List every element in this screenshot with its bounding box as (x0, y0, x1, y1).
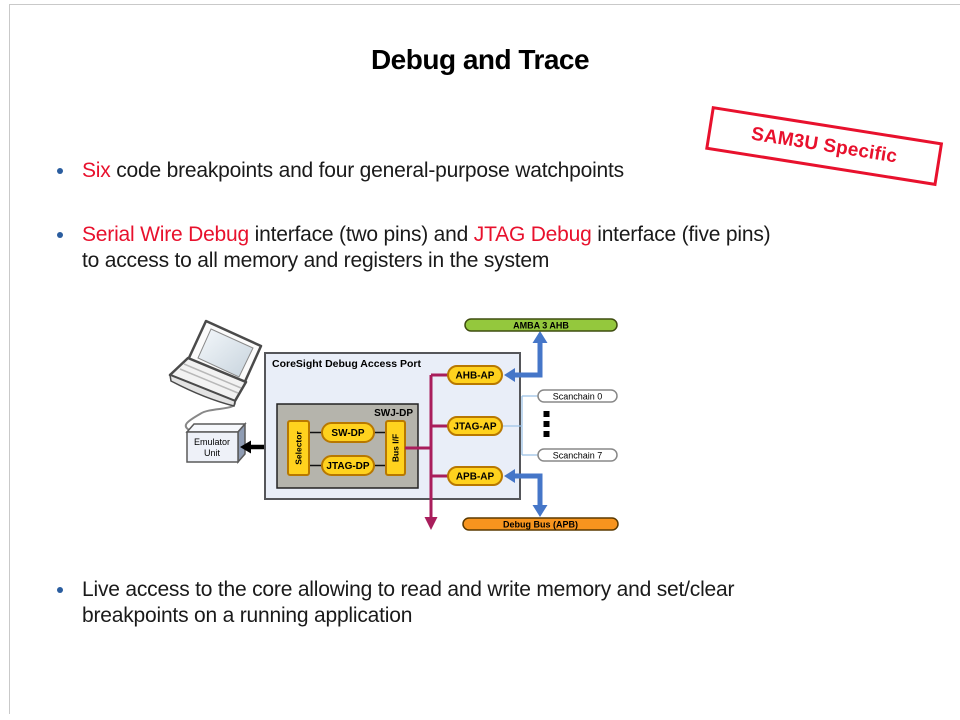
bullet-text: Serial Wire Debug interface (two pins) a… (82, 222, 771, 274)
page-title: Debug and Trace (370, 44, 590, 75)
slide-edge-top (9, 4, 960, 5)
text-segment: code breakpoints and four general-purpos… (116, 159, 624, 182)
emulator-label-line1: Emulator (194, 437, 230, 447)
text-segment: Live access to the core allowing to read… (82, 578, 735, 601)
amba-arrowhead-left (504, 368, 515, 382)
text-segment: breakpoints on a running application (82, 604, 413, 627)
coresight-label: CoreSight Debug Access Port (272, 358, 421, 370)
emulator-unit: Emulator Unit (185, 422, 247, 464)
selector-block (287, 420, 310, 476)
text-segment: Serial Wire Debug (82, 223, 255, 246)
jtagdp-label: JTAG-DP (326, 461, 369, 472)
jtagdp-block (321, 455, 375, 476)
swdp-block (321, 422, 375, 443)
debugbus-pill (462, 517, 619, 531)
text-segment: JTAG Debug (473, 223, 598, 246)
emulator-label-line2: Unit (204, 448, 221, 458)
scanchain7-pill (537, 448, 618, 462)
emulator-front-face (186, 431, 239, 463)
busif-label: Bus I/F (391, 434, 401, 462)
apb-ap-block (447, 466, 503, 486)
scanchain-connectors (503, 395, 538, 456)
bullet-line: Live access to the core allowing to read… (82, 577, 734, 603)
amba-label: AMBA 3 AHB (513, 321, 569, 331)
sam3u-specific-stamp: SAM3U Specific (705, 106, 944, 187)
bullet-dot-icon (57, 587, 63, 593)
swjdp-label: SWJ-DP (374, 408, 413, 419)
swjdp-connectors (309, 431, 386, 467)
ahb-ap-label: AHB-AP (456, 371, 495, 382)
crimson-arrowhead-down (424, 517, 438, 530)
slide-edge-left (9, 4, 10, 714)
bullet-item-breakpoints: Six code breakpoints and four general-pu… (57, 158, 624, 184)
apb-arrow-shaft (512, 473, 543, 508)
debugbus-label: Debug Bus (APB) (503, 520, 578, 530)
bullet-item-interfaces: Serial Wire Debug interface (two pins) a… (57, 222, 771, 274)
laptop-icon (168, 319, 263, 432)
amba-arrow-shaft (512, 341, 543, 378)
bullet-line: Serial Wire Debug interface (two pins) a… (82, 222, 771, 248)
scanchain0-label: Scanchain 0 (553, 392, 603, 402)
amba-arrowhead-up (532, 331, 548, 343)
swdp-label: SW-DP (331, 428, 364, 439)
selector-label: Selector (294, 431, 304, 465)
bullet-dot-icon (57, 168, 63, 174)
ahb-ap-block (447, 365, 503, 385)
emulator-top-face (185, 423, 247, 433)
jtag-ap-block (447, 416, 503, 436)
arrowhead-left (240, 440, 251, 454)
amba-pill (464, 318, 618, 332)
text-segment: Six (82, 159, 117, 182)
crimson-bus-line (405, 373, 448, 519)
bullet-dot-icon (57, 232, 63, 238)
bullet-line: Six code breakpoints and four general-pu… (82, 158, 624, 184)
apb-arrowhead-left (504, 469, 515, 483)
jtag-ap-label: JTAG-AP (453, 422, 496, 433)
bullet-line: breakpoints on a running application (82, 603, 734, 629)
laptop-key-rows (179, 363, 242, 394)
bullet-text: Six code breakpoints and four general-pu… (82, 158, 624, 184)
text-segment: interface (five pins) (597, 223, 771, 246)
bullet-text: Live access to the core allowing to read… (82, 577, 734, 629)
scanchain-ellipsis-icon (543, 411, 550, 437)
text-segment: to access to all memory and registers in… (82, 249, 550, 272)
apb-ap-label: APB-AP (456, 472, 495, 483)
coresight-diagram: Emulator Unit CoreSight Debug Access Por… (168, 318, 619, 531)
emulator-side-face (237, 422, 246, 464)
apb-arrow (504, 469, 548, 517)
scanchain7-label: Scanchain 7 (553, 451, 603, 461)
laptop-base-edge (169, 373, 236, 407)
laptop-screen (197, 328, 254, 378)
apb-arrowhead-down (532, 505, 548, 517)
scanchain0-pill (537, 389, 618, 403)
amba-arrow (504, 331, 548, 382)
bullet-item-live-access: Live access to the core allowing to read… (57, 577, 734, 629)
text-segment: interface (two pins) and (254, 223, 474, 246)
bullet-line: to access to all memory and registers in… (82, 248, 770, 274)
